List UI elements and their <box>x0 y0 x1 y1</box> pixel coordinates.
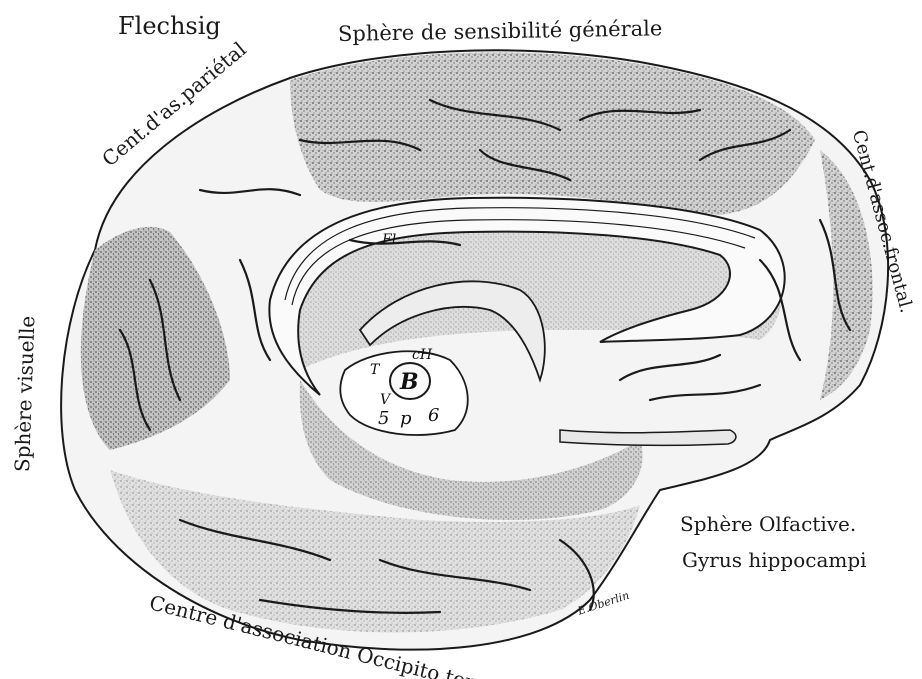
olfactive-label: Sphère Olfactive. <box>680 512 856 536</box>
six-mark: 6 <box>428 405 439 426</box>
author-label: Flechsig <box>118 12 221 40</box>
five-mark: 5 <box>378 408 389 429</box>
t-mark: T <box>370 362 379 378</box>
hippocampi-label: Gyrus hippocampi <box>682 548 867 572</box>
fl-mark: Fl. <box>382 232 401 248</box>
v-mark: V <box>380 392 390 408</box>
sensibilite-region <box>290 52 815 215</box>
p-mark: p <box>400 408 412 429</box>
ch-mark: cH <box>412 347 432 363</box>
brainstem-stalk <box>560 430 736 445</box>
b-mark: B <box>400 369 419 395</box>
